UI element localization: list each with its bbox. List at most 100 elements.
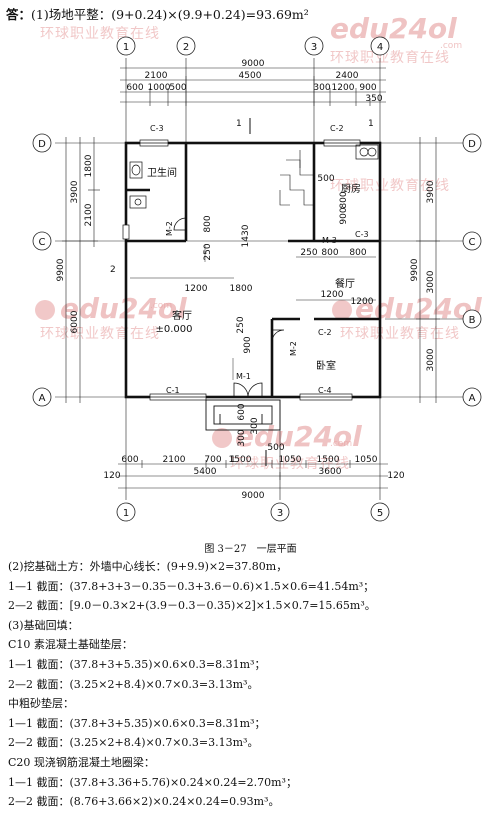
section-tag: 2 <box>110 265 116 275</box>
dim-1200: 1200 <box>332 83 355 93</box>
watermark-logo: edu24ol <box>60 292 187 325</box>
doors <box>173 217 285 398</box>
dim-bot-120a: 120 <box>103 471 120 481</box>
room-bedroom: 卧室 <box>316 359 336 372</box>
axis-label: 4 <box>377 42 383 53</box>
section-tag: 1 <box>236 119 242 129</box>
room-bath: 卫生间 <box>147 166 177 179</box>
watermark-group: edu24ol .com 环球职业教育在线 环球职业教育在线 环球职业教育在线 … <box>35 12 482 472</box>
walls <box>124 141 382 399</box>
answer-header: 答：(1)场地平整：(9+0.24)×(9.9+0.24)=93.69m² <box>6 4 309 23</box>
dim-bot-2100: 2100 <box>163 455 186 465</box>
section-tag: 1 <box>230 455 236 465</box>
floor-plan: edu24ol .com 环球职业教育在线 环球职业教育在线 环球职业教育在线 … <box>32 12 482 522</box>
top-dimension-lines <box>120 67 386 106</box>
watermark-line: 环球职业教育在线 <box>40 26 160 42</box>
dim-total-top: 9000 <box>242 59 265 69</box>
door-tag: M-2 <box>289 341 298 356</box>
watermark-logo: edu24ol <box>235 420 362 453</box>
dim-interior: 1430 <box>241 224 251 247</box>
axis-label: D <box>468 139 476 150</box>
dim-interior: 600 <box>237 403 247 420</box>
calculation-text: (2)挖基础土方：外墙中心线长：(9+9.9)×2=37.80m， 1—1 截面… <box>8 557 376 812</box>
text-line: 1—1 截面：(37.8+3+3－0.35－0.3+3.6－0.6)×1.5×0… <box>8 579 375 593</box>
axis-label: 5 <box>377 508 383 519</box>
watermark-line: 环球职业教育在线 <box>330 178 450 194</box>
dim-left-3900: 3900 <box>70 180 80 203</box>
axis-label: C <box>39 237 46 248</box>
level-mark: ±0.000 <box>155 324 192 335</box>
interior-dim-lines <box>130 245 376 380</box>
dim-bot-120b: 120 <box>387 471 404 481</box>
text-line: 2—2 截面：(3.25×2+8.4)×0.7×0.3=3.13m³。 <box>8 736 259 750</box>
bottom-dimension-lines <box>118 460 388 489</box>
dim-bot-600: 600 <box>121 455 138 465</box>
dim-left-1800: 1800 <box>84 154 94 177</box>
text-line: C10 素混凝土基础垫层： <box>8 638 133 652</box>
watermark-badge-icon <box>212 428 232 448</box>
room-labels: 卫生间 厨房 餐厅 客厅 ±0.000 卧室 <box>147 166 361 372</box>
axis-label: A <box>469 393 476 404</box>
window-tag: C-3 <box>355 230 369 239</box>
section-markers <box>249 118 267 466</box>
text-line: C20 现浇钢筋混凝土地圈梁： <box>8 755 155 769</box>
room-dining: 餐厅 <box>335 277 355 290</box>
dim-interior: 250 <box>236 316 246 333</box>
dim-interior: 250 <box>203 243 213 260</box>
axis-label: B <box>469 315 476 326</box>
dim-interior: 800 <box>321 248 338 258</box>
axis-label: C <box>469 237 476 248</box>
axis-label: 3 <box>311 42 317 53</box>
dim-300: 300 <box>313 83 330 93</box>
dim-bot-1050b: 1050 <box>355 455 378 465</box>
interior-dims: 1200 1800 1200 1200 250 800 800 250 1430… <box>185 174 374 421</box>
dim-bot-3600: 3600 <box>319 467 342 477</box>
text-line: 1—1 截面：(37.8+3+5.35)×0.6×0.3=8.31m³； <box>8 657 266 671</box>
dim-bot-5400: 5400 <box>194 467 217 477</box>
door-tag: M-1 <box>236 372 251 381</box>
dim-900: 900 <box>359 83 376 93</box>
axis-labels: 1 2 3 4 1 3 5 D C A D C B A <box>38 42 476 519</box>
text-line: (2)挖基础土方：外墙中心线长：(9+9.9)×2=37.80m， <box>8 560 288 573</box>
axis-label: 1 <box>123 42 129 53</box>
dim-interior: 1200 <box>351 297 374 307</box>
site-leveling-line: (1)场地平整：(9+0.24)×(9.9+0.24)=93.69m² <box>31 7 309 22</box>
dim-interior: 1800 <box>230 284 253 294</box>
dim-interior: 500 <box>317 174 334 184</box>
answer-label: 答： <box>6 7 32 22</box>
watermark-logo: edu24ol <box>330 12 457 45</box>
porch-steps <box>205 399 281 431</box>
door-tag: M-3 <box>322 236 337 245</box>
dim-left-6000: 6000 <box>70 310 80 333</box>
dim-interior: 800 <box>203 215 213 232</box>
windows <box>122 139 361 401</box>
text-line: 1—1 截面：(37.8+3+5.35)×0.6×0.3=8.31m³； <box>8 716 266 730</box>
stair-icon <box>279 150 314 206</box>
dim-2400: 2400 <box>336 71 359 81</box>
watermark-sub: .com <box>330 439 352 449</box>
section-tag: 1 <box>368 119 374 129</box>
dim-interior: 900 <box>243 336 253 353</box>
room-living: 客厅 <box>172 309 192 322</box>
axis-label: D <box>38 139 46 150</box>
dim-interior: 250 <box>300 248 317 258</box>
dim-bot-9000: 9000 <box>242 491 265 501</box>
figure-caption: 图 3－27 一层平面 <box>204 544 297 555</box>
axis-label: A <box>39 393 46 404</box>
axis-label: 1 <box>123 508 129 519</box>
dim-bot-300a: 300 <box>237 429 247 446</box>
axis-bubbles <box>32 36 482 522</box>
dim-interior: 1200 <box>185 284 208 294</box>
dim-1000: 1000 <box>148 83 171 93</box>
window-tag: C-2 <box>330 124 344 133</box>
dim-bot-1500: 1500 <box>229 455 252 465</box>
dim-bot-1050a: 1050 <box>279 455 302 465</box>
dim-500: 500 <box>169 83 186 93</box>
text-line: (3)基础回填： <box>8 618 79 632</box>
dim-interior: 1200 <box>321 290 344 300</box>
text-line: 1—1 截面：(37.8+3.36+5.76)×0.24×0.24=2.70m³… <box>8 775 297 789</box>
watermark-line: 环球职业教育在线 <box>40 326 160 342</box>
axis-label: 2 <box>183 42 189 53</box>
dim-left-9900: 9900 <box>56 258 66 281</box>
